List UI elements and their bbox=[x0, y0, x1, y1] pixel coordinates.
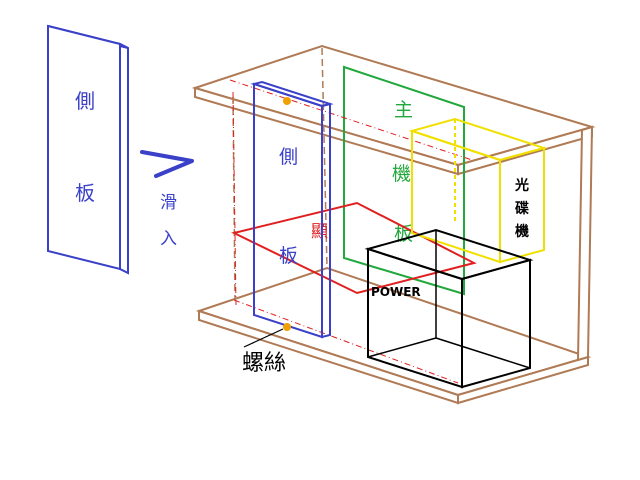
motherboard-char-2: 機 bbox=[392, 163, 411, 185]
loose-panel-char-2: 板 bbox=[75, 181, 95, 205]
inner-panel-char-2: 板 bbox=[279, 245, 298, 267]
slide-in-arrow bbox=[140, 150, 194, 178]
motherboard-char-1: 主 bbox=[394, 99, 413, 121]
power-supply bbox=[364, 228, 534, 389]
screw-dot-top bbox=[283, 97, 291, 105]
loose-panel-char-1: 側 bbox=[75, 89, 95, 113]
loose-side-panel bbox=[47, 24, 129, 275]
optical-drive-char-3: 機 bbox=[515, 223, 529, 240]
optical-drive-char-2: 碟 bbox=[515, 201, 529, 217]
slide-in-char-2: 入 bbox=[160, 229, 177, 249]
graphics-card-guides bbox=[229, 79, 473, 384]
screw-label: 螺絲 bbox=[242, 351, 286, 376]
screw-dot-bottom bbox=[283, 323, 291, 331]
slide-in-char-1: 滑 bbox=[160, 193, 177, 213]
power-supply-label: POWER bbox=[371, 285, 421, 299]
motherboard bbox=[343, 65, 465, 296]
graphics-card bbox=[231, 201, 477, 295]
case-frame bbox=[191, 44, 596, 405]
optical-drive-char-1: 光 bbox=[514, 177, 529, 194]
screw-leader-line bbox=[243, 328, 284, 348]
optical-drive bbox=[408, 117, 548, 264]
inner-panel-char-1: 側 bbox=[279, 146, 298, 168]
inner-side-panel bbox=[250, 80, 334, 339]
graphics-card-label: 顯 bbox=[311, 222, 328, 242]
